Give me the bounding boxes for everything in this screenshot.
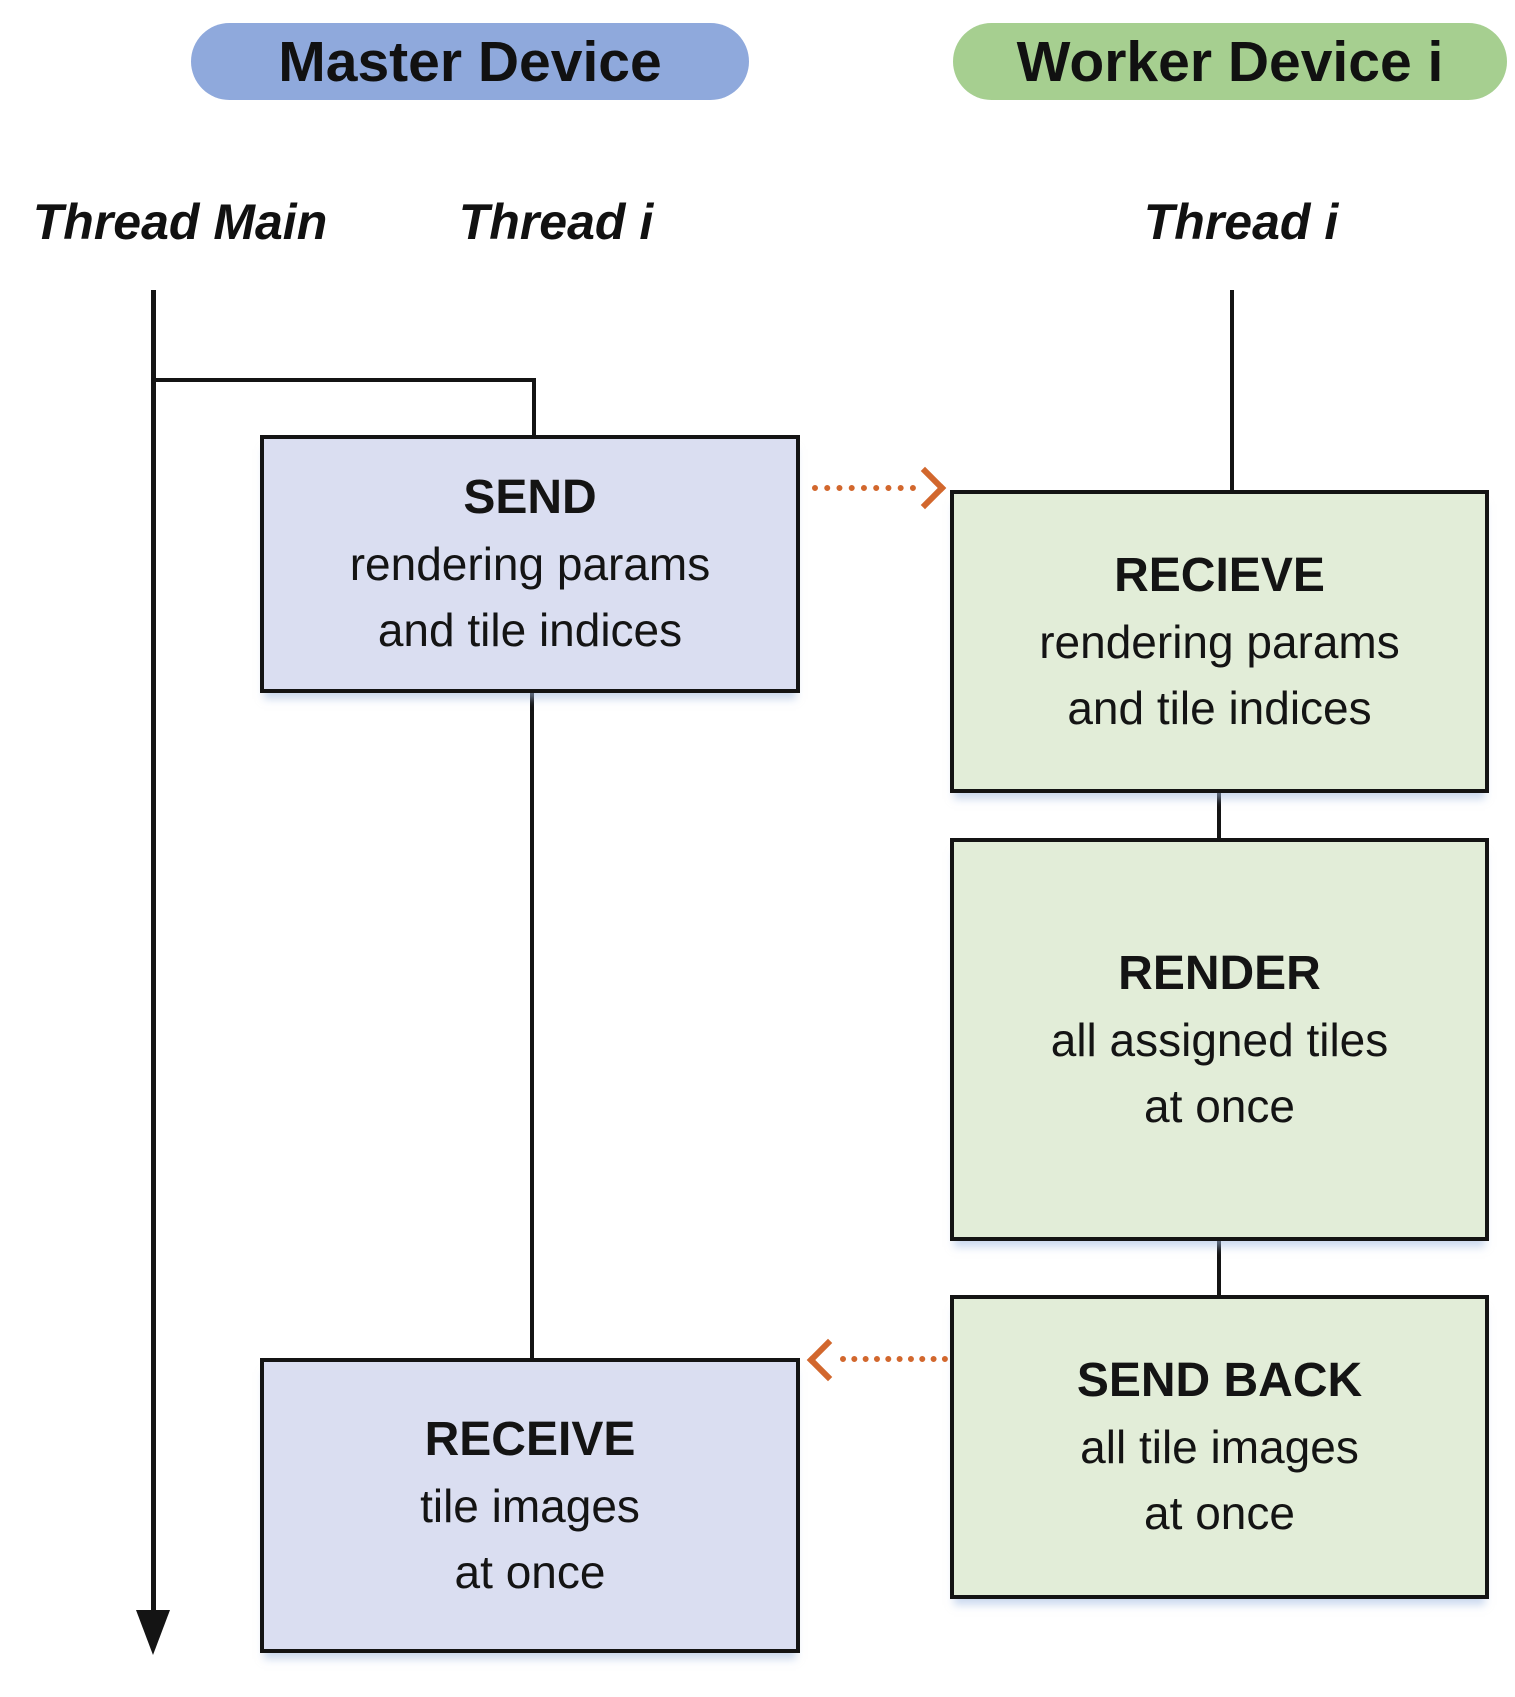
master-thread-i-label: Thread i — [458, 194, 654, 250]
render-box: RENDER all assigned tiles at once — [950, 838, 1489, 1241]
receive-box-title: RECEIVE — [424, 1412, 636, 1466]
thread-fork-horizontal-line — [151, 378, 536, 382]
send-back-box-line: at once — [1144, 1487, 1295, 1539]
send-back-box-line: all tile images — [1080, 1421, 1359, 1473]
arrow-down-icon — [136, 1610, 170, 1655]
send-box-title: SEND — [463, 471, 597, 524]
send-box: SEND rendering params and tile indices — [260, 435, 800, 693]
recieve-box-line: rendering params — [1039, 615, 1400, 668]
receive-box: RECEIVE tile images at once — [260, 1358, 800, 1653]
recieve-box-line: and tile indices — [1067, 681, 1372, 734]
master-thread-i-lifeline — [530, 691, 534, 1360]
worker-thread-i-lifeline — [1230, 290, 1234, 492]
recieve-box-title: RECIEVE — [1114, 548, 1325, 602]
render-box-title: RENDER — [1118, 946, 1321, 1000]
send-message-dotted-line — [812, 485, 916, 491]
send-back-box-title: SEND BACK — [1076, 1354, 1363, 1407]
worker-connector-render-sendback — [1217, 1239, 1221, 1297]
worker-device-pill: Worker Device i — [953, 23, 1507, 100]
worker-connector-recieve-render — [1217, 791, 1221, 840]
render-box-line: at once — [1144, 1079, 1295, 1132]
send-box-line: and tile indices — [377, 604, 683, 656]
master-device-pill: Master Device — [191, 23, 749, 100]
send-back-message-dotted-line — [840, 1356, 948, 1362]
send-box-line: rendering params — [349, 538, 711, 590]
thread-main-label: Thread Main — [32, 194, 328, 250]
worker-thread-i-label: Thread i — [1143, 194, 1339, 250]
send-back-box: SEND BACK all tile images at once — [950, 1295, 1489, 1599]
arrow-right-icon — [903, 466, 947, 510]
arrow-left-icon — [806, 1338, 850, 1382]
render-box-line: all assigned tiles — [1050, 1013, 1389, 1066]
thread-main-lifeline — [151, 290, 156, 1612]
receive-box-line: tile images — [420, 1479, 640, 1532]
recieve-box: RECIEVE rendering params and tile indice… — [950, 490, 1489, 793]
receive-box-line: at once — [454, 1545, 606, 1598]
thread-fork-vertical-stub — [532, 378, 536, 437]
